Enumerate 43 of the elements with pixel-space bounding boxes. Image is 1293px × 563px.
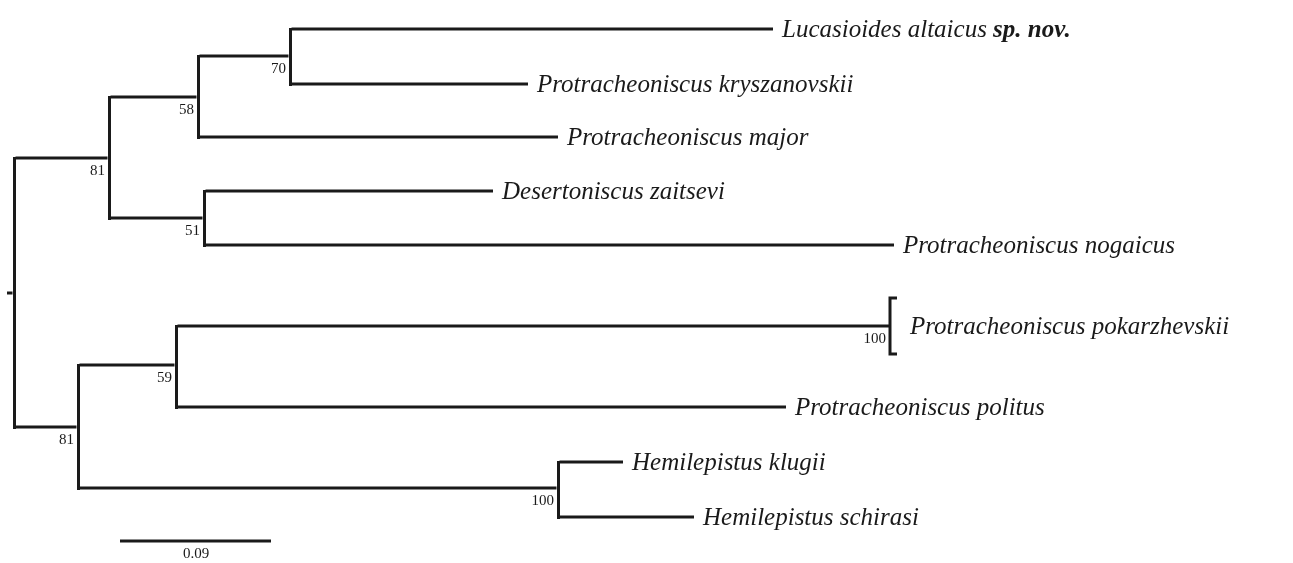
tree-node-line — [288, 27, 292, 86]
branch-line — [79, 363, 175, 367]
bootstrap-value: 100 — [531, 493, 554, 508]
taxon-label: Hemilepistus klugii — [623, 447, 826, 476]
taxon-label: Protracheoniscus nogaicus — [894, 230, 1175, 259]
branch-line — [7, 291, 13, 295]
branch-line — [110, 95, 197, 99]
taxon-label: Protracheoniscus major — [558, 122, 809, 151]
taxon-label: Lucasioides altaicus sp. nov. — [773, 14, 1071, 43]
branch-line — [559, 460, 623, 464]
bootstrap-value: 51 — [185, 223, 200, 238]
tree-node-line — [196, 54, 200, 139]
tree-node-line — [12, 156, 16, 429]
branch-line — [199, 135, 558, 139]
branch-line — [110, 216, 203, 220]
tree-node-line — [202, 189, 206, 247]
branch-line — [79, 486, 557, 490]
branch-line — [205, 189, 493, 193]
branch-line — [205, 243, 894, 247]
branch-line — [199, 54, 289, 58]
taxon-label: Protracheoniscus kryszanovskii — [528, 69, 854, 98]
branch-line — [15, 425, 77, 429]
scale-value: 0.09 — [182, 546, 210, 561]
branch-line — [177, 405, 786, 409]
bootstrap-value: 81 — [90, 163, 105, 178]
tree-node-line — [76, 363, 80, 490]
tree-node-line — [107, 95, 111, 220]
taxon-label: Desertoniscus zaitsevi — [493, 176, 725, 205]
tree-node-line — [556, 460, 560, 519]
branch-line — [291, 82, 528, 86]
branch-line — [559, 515, 694, 519]
branch-line — [291, 27, 773, 31]
branch-line — [15, 156, 108, 160]
bootstrap-value: 81 — [59, 432, 74, 447]
tree-node-line — [174, 324, 178, 409]
bootstrap-value: 59 — [157, 370, 172, 385]
taxon-label: Hemilepistus schirasi — [694, 502, 919, 531]
branch-line — [177, 324, 890, 328]
taxon-label: Protracheoniscus politus — [786, 392, 1045, 421]
bootstrap-value: 58 — [179, 102, 194, 117]
bootstrap-value: 70 — [271, 61, 286, 76]
bootstrap-value: 100 — [863, 331, 886, 346]
taxon-label: Protracheoniscus pokarzhevskii — [890, 311, 1230, 340]
